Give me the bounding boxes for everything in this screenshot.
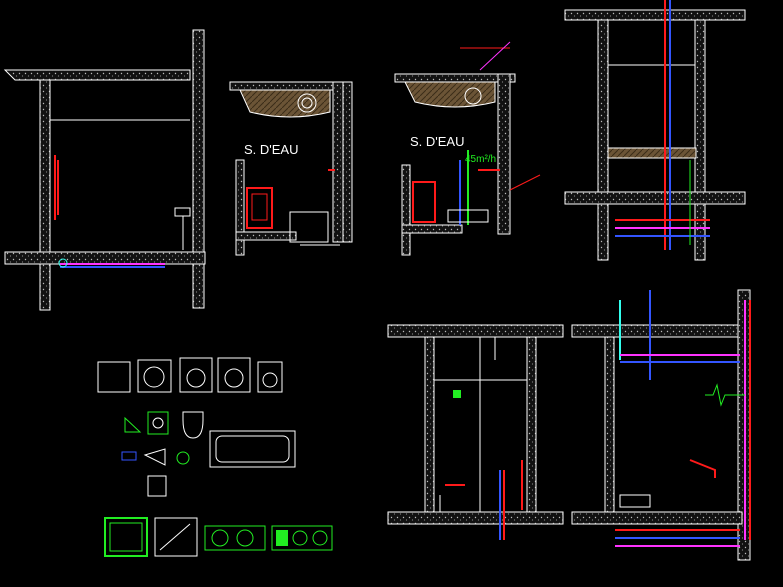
shower-tray-icon[interactable] [104, 517, 148, 557]
toilet-icon[interactable] [182, 411, 204, 439]
double-sink-icon[interactable] [204, 525, 266, 551]
plan-right: S. D'EAU 45m²/h [394, 41, 541, 256]
sink-icon[interactable] [147, 411, 169, 435]
plan-left: S. D'EAU [229, 81, 353, 256]
flow-label: 45m²/h [465, 154, 496, 165]
elevation-4 [571, 289, 751, 561]
elevation-2 [564, 0, 746, 261]
symbol-library [97, 357, 333, 557]
room-label: S. D'EAU [244, 142, 299, 157]
corner-sink-icon[interactable] [124, 416, 142, 433]
room-label-2: S. D'EAU [410, 134, 465, 149]
elevation-3 [387, 324, 564, 540]
elevation-1 [3, 29, 206, 311]
dryer-icon[interactable] [137, 359, 172, 393]
bidet-icon[interactable] [176, 451, 190, 465]
washer-icon[interactable] [97, 361, 131, 393]
bathtub-icon[interactable] [209, 430, 296, 468]
